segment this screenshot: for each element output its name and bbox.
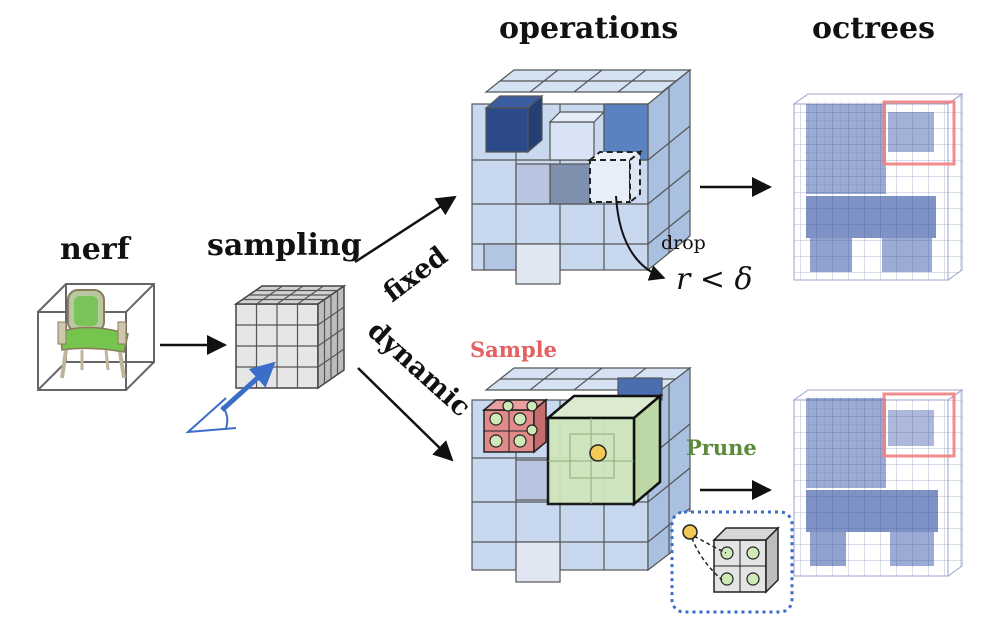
sample-label: Sample — [470, 337, 557, 362]
octree-bottom — [792, 389, 964, 577]
condition-label: r < δ — [676, 262, 753, 297]
chair-icon — [57, 289, 129, 379]
view-ray-arrow — [220, 361, 276, 412]
operations-heading: operations — [499, 11, 678, 46]
nerf-box — [37, 283, 155, 391]
dynamic-label: dynamic — [361, 315, 476, 423]
sample-cube — [481, 398, 549, 454]
sampling-grid-cube — [233, 284, 347, 390]
drop-curve-arrow — [615, 195, 666, 281]
octree-top-highlight — [882, 100, 956, 166]
sampling-heading: sampling — [207, 228, 362, 263]
fixed-voxel-cube — [471, 68, 692, 285]
drop-label: drop — [661, 232, 706, 254]
octree-bottom-highlight — [882, 392, 956, 458]
merged-sample-point — [589, 444, 607, 462]
prune-inset — [670, 510, 794, 614]
octrees-heading: octrees — [812, 11, 935, 46]
merged-green-cube — [544, 393, 664, 507]
arrow-dynamic-branch — [357, 367, 454, 462]
arrow-fixed-branch — [354, 195, 457, 264]
octree-top — [792, 93, 964, 281]
nerf-heading: nerf — [60, 232, 132, 267]
prune-label: Prune — [686, 435, 757, 460]
fixed-label: fixed — [378, 241, 454, 309]
